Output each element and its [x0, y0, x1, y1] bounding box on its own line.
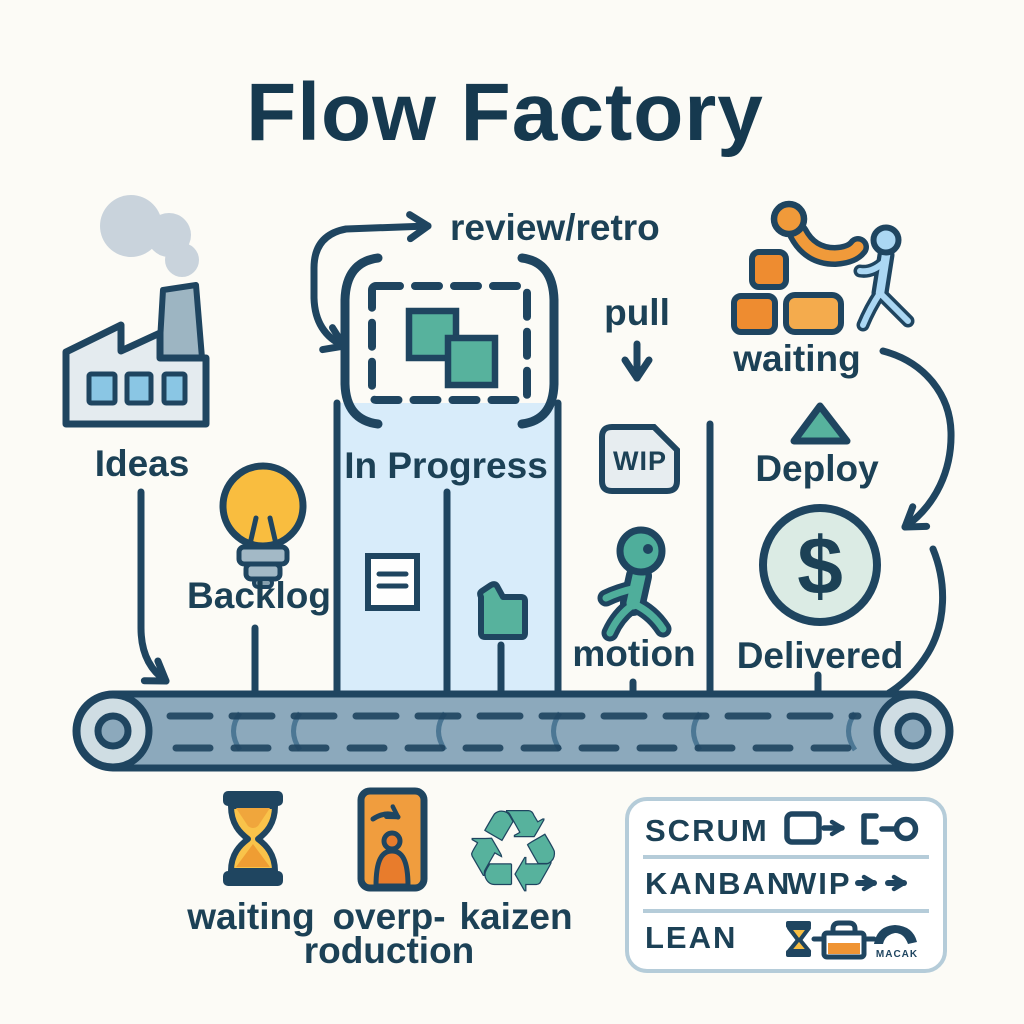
- kaizen-recycle-icon: ♻: [463, 787, 563, 917]
- smoke-icon: [100, 195, 199, 277]
- page-title: Flow Factory: [246, 67, 764, 158]
- review-retro-label: review/retro: [450, 207, 660, 248]
- wip-tag-icon: WIP: [599, 424, 680, 494]
- runner-icon: [597, 526, 672, 642]
- waste-kaizen-label: kaizen: [459, 896, 572, 937]
- sprint-box: [340, 253, 559, 429]
- legend-lean-icons: MACAK: [786, 920, 918, 960]
- waste-waiting-label: waiting: [186, 896, 314, 937]
- ideas-to-belt-arrow: [137, 488, 170, 685]
- delivered-station: $ Delivered: [737, 504, 904, 676]
- legend-watermark: MACAK: [876, 949, 918, 960]
- delivered-to-belt-curve: [885, 545, 947, 697]
- motion-label: motion: [572, 633, 695, 674]
- in-progress-column: [333, 399, 714, 701]
- runner-body: [602, 569, 667, 637]
- waiting-top-label: waiting: [732, 338, 860, 379]
- factory-icon: [62, 195, 210, 428]
- legend-scrum-icons: [784, 811, 919, 845]
- legend-kanban-wip: WIP: [787, 866, 852, 901]
- in-progress-label: In Progress: [344, 445, 548, 486]
- legend-scrum-label: SCRUM: [645, 813, 769, 848]
- bracket-left: [340, 253, 383, 429]
- wip-tag-label: WIP: [613, 446, 667, 476]
- waste-overproduction-label-line2: roduction: [304, 930, 475, 971]
- deploy-triangle-icon: [790, 402, 851, 445]
- conveyor-belt: [72, 690, 954, 772]
- belt-roller-left: [73, 691, 153, 771]
- belt-roller-right: [873, 691, 953, 771]
- hourglass-icon: [223, 791, 283, 886]
- dashed-timebox: [368, 282, 531, 404]
- chimney-icon: [156, 282, 205, 361]
- legend-kanban-label: KANBAN: [645, 866, 791, 901]
- crane-joint: [770, 200, 808, 238]
- blocks-icon: [731, 249, 844, 335]
- legend-lean-label: LEAN: [645, 920, 737, 955]
- lightbulb-icon: [219, 462, 307, 589]
- review-retro-loop-arrow: [310, 211, 432, 354]
- legend-box: SCRUM KANBAN WIP LEAN MACAK: [625, 797, 947, 973]
- overproduction-icon: [357, 787, 428, 892]
- walking-person-icon: [853, 224, 915, 332]
- crane-arm-icon: [792, 227, 864, 262]
- document-card-icon: [365, 553, 420, 611]
- arch-icon: [874, 925, 917, 944]
- belt-body: [72, 690, 954, 772]
- deploy-label: Deploy: [755, 448, 879, 489]
- backlog-label: Backlog: [187, 575, 331, 616]
- delivered-label: Delivered: [737, 635, 904, 676]
- work-card-1: [405, 307, 460, 362]
- waiting-to-delivered-arrow: [879, 347, 955, 531]
- waste-overproduction-label-line1: overp-: [332, 896, 445, 937]
- pull-label: pull: [604, 292, 670, 333]
- folder-icon: [477, 581, 528, 640]
- dollar-coin-icon: [759, 504, 881, 626]
- waiting-station: waiting: [731, 200, 915, 379]
- factory-windows: [86, 371, 188, 406]
- work-card-2: [444, 334, 499, 389]
- ideas-label: Ideas: [95, 443, 190, 484]
- bracket-right: [517, 253, 559, 429]
- dollar-symbol: $: [797, 521, 843, 612]
